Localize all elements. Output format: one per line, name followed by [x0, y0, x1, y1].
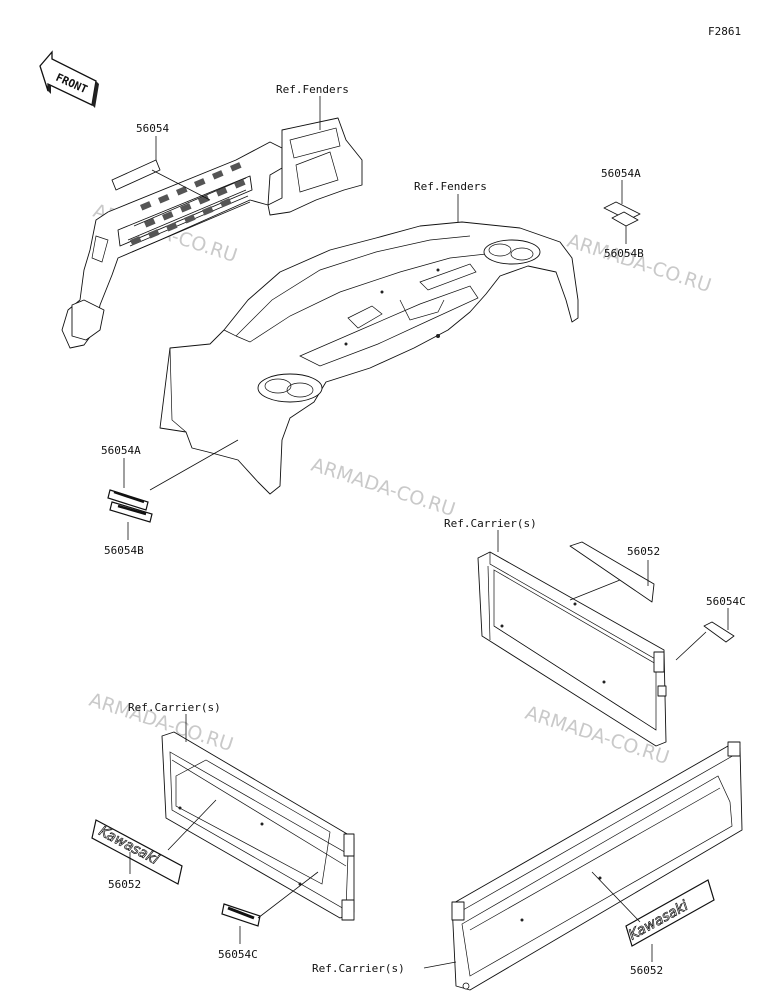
- leader-carrier-bottom: [423, 961, 457, 969]
- part-56054a-right: 56054A: [601, 167, 641, 180]
- bottom-tailgate: [451, 741, 743, 991]
- ref-carrier-right: Ref.Carrier(s): [444, 517, 537, 530]
- part-56054b-left: 56054B: [104, 544, 144, 557]
- rear-fender-body: [159, 221, 579, 495]
- right-carrier-decal-56052: [569, 541, 655, 603]
- leader-56054: [151, 136, 211, 201]
- part-56054a-left: 56054A: [101, 444, 141, 457]
- left-carrier-decal-56054c: [221, 903, 261, 927]
- figure-code: F2861: [708, 25, 741, 38]
- front-arrow-icon: FRONT: [39, 50, 99, 108]
- leader-56054c-left: [239, 871, 319, 944]
- part-56054c-left: 56054C: [218, 948, 258, 961]
- ref-carrier-left: Ref.Carrier(s): [128, 701, 221, 714]
- right-carrier-decal-56054c: [703, 621, 735, 643]
- leader-56052-left: [129, 799, 217, 874]
- watermark-3: ARMADA-CO.RU: [308, 454, 457, 521]
- right-tailgate: [477, 551, 667, 747]
- part-56054: 56054: [136, 122, 169, 135]
- part-56054c-right: 56054C: [706, 595, 746, 608]
- leader-56052-bottom: [591, 871, 653, 962]
- part-56052-bottom: 56052: [630, 964, 663, 977]
- part-56052-left: 56052: [108, 878, 141, 891]
- grille-slats: [127, 162, 251, 253]
- part-56052-right: 56052: [627, 545, 660, 558]
- part-56054b-right: 56054B: [604, 247, 644, 260]
- watermark-2: ARMADA-CO.RU: [564, 230, 713, 297]
- leader-56054a-left: [123, 439, 239, 491]
- ref-fenders-front: Ref.Fenders: [276, 83, 349, 96]
- fender-decal-56054b: [611, 211, 639, 227]
- front-decal-badges: [107, 489, 153, 523]
- ref-fenders-rear: Ref.Fenders: [414, 180, 487, 193]
- left-emblem-kawasaki: Kawasaki: [91, 819, 183, 885]
- leader-56052-right: [569, 560, 649, 601]
- grille-decal-56054: [111, 159, 161, 191]
- leader-56054c-right: [675, 608, 729, 661]
- left-tailgate: [161, 731, 355, 921]
- front-grille-panel: [61, 117, 363, 349]
- ref-carrier-bottom: Ref.Carrier(s): [312, 962, 405, 975]
- watermark-4: ARMADA-CO.RU: [86, 689, 235, 756]
